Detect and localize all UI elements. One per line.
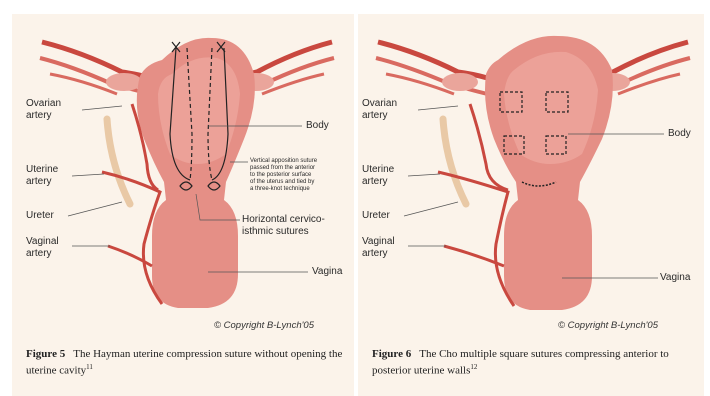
- label-ovarian-artery: Ovarian artery: [362, 98, 397, 122]
- caption-reference: 12: [470, 363, 477, 371]
- copyright-text: © Copyright B-Lynch'05: [558, 320, 658, 331]
- label-vagina: Vagina: [312, 266, 342, 278]
- leader-ureter: [404, 202, 458, 216]
- label-vertical-suture-note: Vertical apposition suture passed from t…: [250, 158, 317, 193]
- label-body: Body: [306, 120, 329, 132]
- vaginal-artery-vessel: [108, 246, 152, 266]
- label-horizontal-sutures: Horizontal cervico- isthmic sutures: [242, 214, 325, 238]
- copyright-text: © Copyright B-Lynch'05: [214, 320, 314, 331]
- leader-ureter: [68, 202, 122, 216]
- caption-reference: 11: [86, 363, 93, 371]
- label-vagina: Vagina: [660, 272, 690, 284]
- label-ureter: Ureter: [362, 210, 390, 222]
- label-uterine-artery: Uterine artery: [26, 164, 58, 188]
- figure-5-illustration: [12, 14, 354, 396]
- leader-uterine: [408, 174, 440, 176]
- label-vaginal-artery: Vaginal artery: [26, 236, 59, 260]
- figure-6-panel: Ovarian artery Uterine artery Ureter Vag…: [358, 14, 704, 396]
- caption-text: The Cho multiple square sutures compress…: [372, 348, 669, 377]
- leader-ovarian: [82, 106, 122, 110]
- uterine-artery-vessel: [438, 172, 514, 306]
- left-ovary: [442, 73, 478, 91]
- leader-uterine: [72, 174, 104, 176]
- caption-number: Figure 5: [26, 348, 65, 360]
- caption-number: Figure 6: [372, 348, 411, 360]
- label-ureter: Ureter: [26, 210, 54, 222]
- uterus-highlight: [504, 52, 598, 164]
- leader-ovarian: [418, 106, 458, 110]
- caption-text: The Hayman uterine compression suture wi…: [26, 348, 342, 377]
- figure-6-illustration: [358, 14, 704, 396]
- label-body: Body: [668, 128, 691, 140]
- label-ovarian-artery: Ovarian artery: [26, 98, 61, 122]
- left-ovary: [106, 73, 142, 91]
- label-uterine-artery: Uterine artery: [362, 164, 394, 188]
- figure-5-panel: Ovarian artery Uterine artery Ureter Vag…: [12, 14, 354, 396]
- ureter-shape: [107, 119, 130, 204]
- label-vaginal-artery: Vaginal artery: [362, 236, 395, 260]
- ureter-shape: [443, 119, 466, 204]
